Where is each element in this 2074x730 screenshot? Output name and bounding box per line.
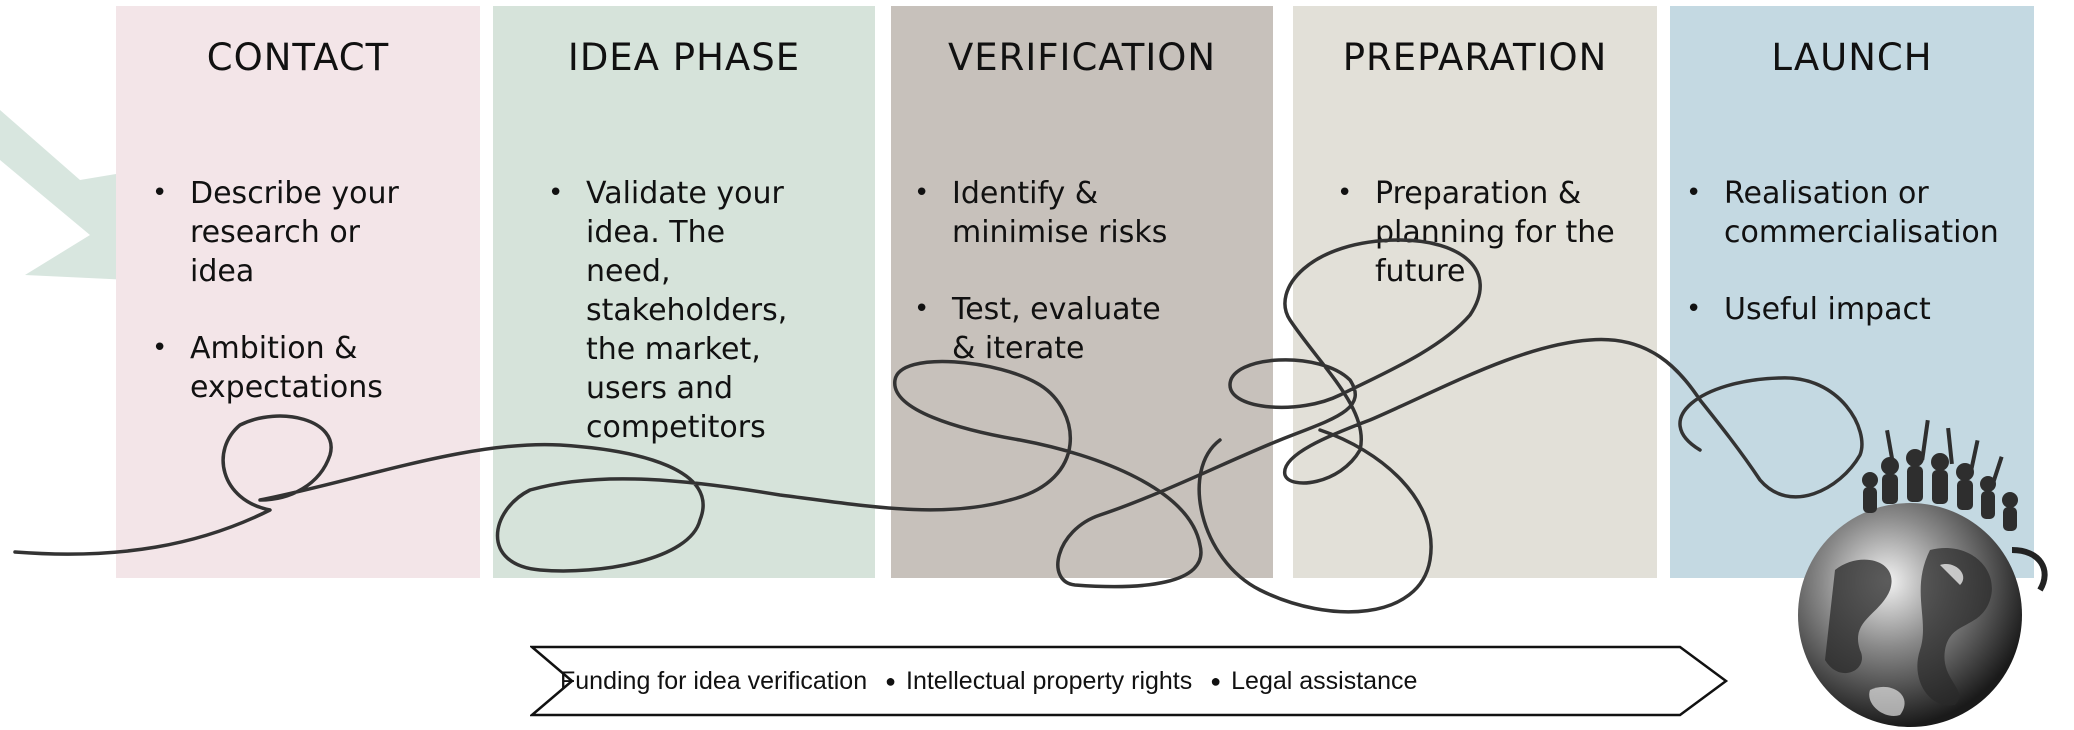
bullet-item: Useful impact (1686, 290, 2044, 329)
phase-bullets: Preparation & planning for the future (1337, 174, 1647, 329)
entry-arrow-icon (0, 110, 140, 280)
phase-title: CONTACT (206, 36, 390, 79)
bullet-item: Identify & minimise risks (914, 174, 1192, 252)
phase-title: VERIFICATION (947, 36, 1217, 79)
phase-idea: IDEA PHASE Validate your idea. The need,… (493, 6, 875, 578)
phase-bullets: Realisation or commercialisation Useful … (1686, 174, 2024, 367)
support-banner-text: Funding for idea verification ● Intellec… (560, 667, 1720, 696)
globe-icon (1798, 419, 2048, 727)
banner-item: Legal assistance (1231, 667, 1418, 695)
phase-title: IDEA PHASE (567, 36, 801, 79)
support-banner (530, 645, 1729, 717)
bullet-item: Realisation or commercialisation (1686, 174, 2044, 252)
phase-title: LAUNCH (1771, 36, 1933, 79)
phase-title: PREPARATION (1342, 36, 1608, 79)
bullet-item: Validate your idea. The need, stakeholde… (548, 174, 801, 447)
bullet-item: Test, evaluate & iterate (914, 290, 1192, 368)
banner-item: Intellectual property rights (906, 667, 1193, 695)
phase-contact: CONTACT Describe your research or idea A… (116, 6, 480, 578)
phase-bullets: Validate your idea. The need, stakeholde… (548, 174, 865, 485)
phase-verification: VERIFICATION Identify & minimise risks T… (891, 6, 1273, 578)
phase-preparation: PREPARATION Preparation & planning for t… (1293, 6, 1657, 578)
bullet-item: Describe your research or idea (152, 174, 420, 291)
bullet-separator-icon: ● (885, 671, 896, 691)
phase-bullets: Describe your research or idea Ambition … (152, 174, 470, 445)
bullet-item: Preparation & planning for the future (1337, 174, 1625, 291)
banner-item: Funding for idea verification (560, 667, 868, 695)
phase-bullets: Identify & minimise risks Test, evaluate… (914, 174, 1263, 406)
bullet-item: Ambition & expectations (152, 329, 420, 407)
bullet-separator-icon: ● (1210, 671, 1222, 691)
